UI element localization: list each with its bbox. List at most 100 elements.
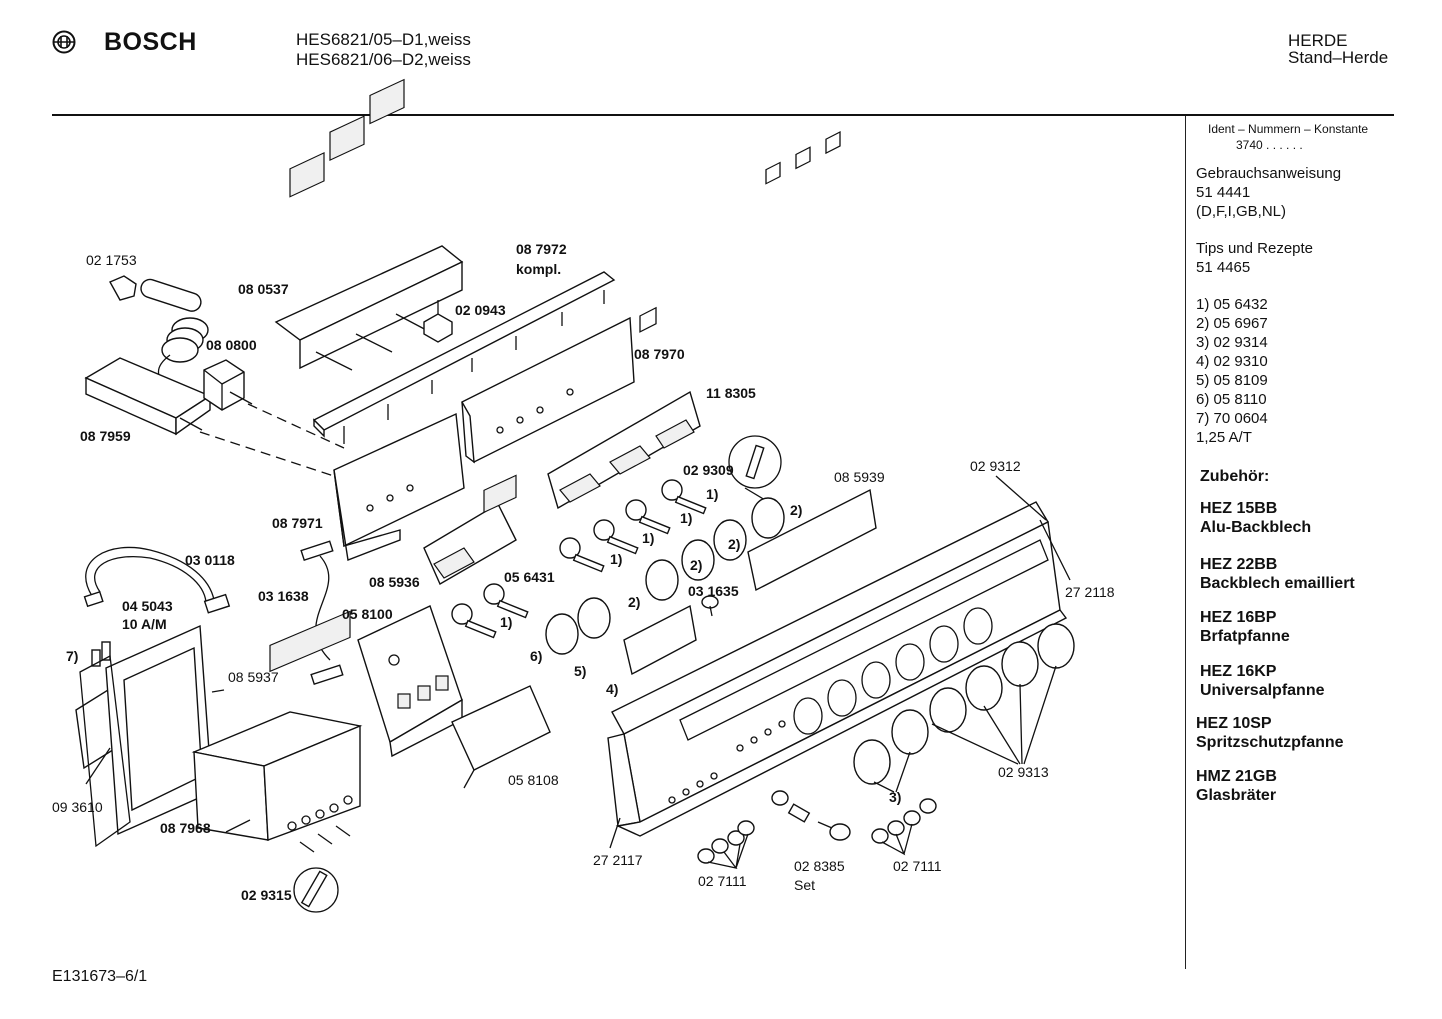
label-029312: 02 9312 — [970, 458, 1021, 474]
drawing-id: E131673–6/1 — [52, 968, 148, 985]
label-set: Set — [794, 877, 816, 893]
subcategory: Stand–Herde — [1288, 48, 1389, 67]
label-058100: 05 8100 — [342, 606, 393, 622]
heater-block-087959 — [84, 357, 212, 436]
bracket-part-087970 — [461, 316, 635, 464]
frame-part-085937 — [79, 624, 213, 848]
label-029309: 02 9309 — [683, 462, 734, 478]
manual-number: 51 4441 — [1196, 184, 1251, 201]
label-027111-left: 02 7111 — [698, 873, 747, 889]
ident-label: Ident – Nummern – Konstante — [1208, 122, 1369, 136]
bosch-logo-icon — [52, 30, 76, 54]
exploded-view-diagram — [75, 78, 1075, 913]
display-part-058108 — [451, 474, 551, 789]
accessories-title: Zubehör: — [1200, 468, 1270, 485]
accessory-name-4: Universalpfanne — [1200, 682, 1325, 699]
marker-1d: 1) — [610, 551, 623, 567]
knob-cap-group — [545, 497, 785, 655]
marker-1c: 1) — [642, 530, 655, 546]
clip-part-085936 — [423, 503, 517, 585]
accessory-name-5: Spritzschutzpfanne — [1196, 734, 1344, 751]
switch-bank-080537 — [274, 78, 464, 371]
accessory-code-6: HMZ 21GB — [1196, 768, 1277, 785]
label-028385: 02 8385 — [794, 858, 845, 874]
accessory-name-1: Alu-Backblech — [1200, 519, 1312, 536]
label-021753: 02 1753 — [86, 252, 137, 268]
label-080800: 08 0800 — [206, 337, 257, 353]
marker-2b: 2) — [728, 536, 741, 552]
rod-part-029309 — [728, 435, 782, 501]
rail-part-087972 — [312, 271, 616, 444]
marker-2d: 2) — [628, 594, 641, 610]
accessory-code-3: HEZ 16BP — [1200, 609, 1277, 626]
label-045043: 04 5043 — [122, 598, 173, 614]
footnote-3: 3) 02 9314 — [1196, 334, 1268, 351]
label-030118: 03 0118 — [185, 552, 235, 568]
clip-rail-118305 — [547, 390, 701, 510]
window-frame-part — [623, 306, 697, 676]
manual-langs: (D,F,I,GB,NL) — [1196, 203, 1287, 220]
fuse-part-029315 — [293, 867, 339, 913]
footnote-7-rating: 1,25 A/T — [1196, 429, 1252, 446]
accessory-code-2: HEZ 22BB — [1200, 556, 1278, 573]
marker-5: 5) — [574, 663, 587, 679]
label-087968: 08 7968 — [160, 820, 211, 836]
ident-value: 3740 . . . . . . — [1236, 138, 1303, 152]
label-027111-right: 02 7111 — [893, 858, 942, 874]
label-093610: 09 3610 — [52, 799, 103, 815]
accessory-name-6: Glasbräter — [1196, 787, 1277, 804]
label-087971: 08 7971 — [272, 515, 323, 531]
switch-knob-group — [451, 479, 707, 639]
header-rule — [52, 114, 1394, 116]
timer-module-087968 — [191, 610, 363, 853]
connector-part-021753 — [109, 275, 209, 391]
label-058108: 05 8108 — [508, 772, 559, 788]
small-switch-020943 — [423, 300, 453, 343]
marker-7: 7) — [66, 648, 79, 664]
marker-6: 6) — [530, 648, 543, 664]
marker-2a: 2) — [790, 502, 803, 518]
button-group-027111 — [697, 790, 937, 869]
sidebar-divider — [1185, 116, 1186, 969]
accessory-code-5: HEZ 10SP — [1196, 715, 1272, 732]
relay-part-080800 — [203, 359, 253, 411]
label-056431: 05 6431 — [504, 569, 555, 585]
control-panel-272117 — [607, 501, 1068, 837]
label-087970: 08 7970 — [634, 346, 685, 362]
label-080537: 08 0537 — [238, 281, 289, 297]
footnote-7: 7) 70 0604 — [1196, 410, 1268, 427]
footnote-6: 6) 05 8110 — [1196, 391, 1267, 408]
marker-2c: 2) — [690, 557, 703, 573]
ribbon-cable-031638 — [300, 540, 344, 685]
bracket-part-087971 — [333, 412, 465, 561]
footnote-5: 5) 05 8109 — [1196, 372, 1268, 389]
footnote-2: 2) 05 6967 — [1196, 315, 1268, 332]
marker-1b: 1) — [680, 510, 693, 526]
leader-lines — [85, 475, 1071, 849]
label-kompl: kompl. — [516, 261, 562, 277]
label-085937: 08 5937 — [228, 669, 279, 685]
label-031635: 03 1635 — [688, 583, 739, 599]
accessory-code-1: HEZ 15BB — [1200, 500, 1278, 517]
tips-number: 51 4465 — [1196, 259, 1251, 276]
label-10am: 10 A/M — [122, 616, 167, 632]
marker-1a: 1) — [706, 486, 719, 502]
marker-1e: 1) — [500, 614, 513, 630]
marker-3: 3) — [889, 789, 902, 805]
marker-4: 4) — [606, 681, 619, 697]
footnote-1: 1) 05 6432 — [1196, 296, 1268, 313]
accessory-name-3: Brfatpfanne — [1200, 628, 1290, 645]
label-087959: 08 7959 — [80, 428, 131, 444]
label-031638: 03 1638 — [258, 588, 309, 604]
switch-board-058100 — [357, 605, 463, 758]
model-line-2: HES6821/06–D2,weiss — [296, 50, 471, 69]
label-029315: 02 9315 — [241, 887, 292, 903]
label-085936: 08 5936 — [369, 574, 420, 590]
label-272117: 27 2117 — [593, 852, 643, 868]
manual-title: Gebrauchsanweisung — [1196, 165, 1342, 182]
label-029313: 02 9313 — [998, 764, 1049, 780]
fuse-holder-045043 — [75, 641, 117, 770]
label-085939: 08 5939 — [834, 469, 885, 485]
display-frame-085939 — [747, 131, 877, 592]
cable-part-030118 — [83, 546, 231, 614]
